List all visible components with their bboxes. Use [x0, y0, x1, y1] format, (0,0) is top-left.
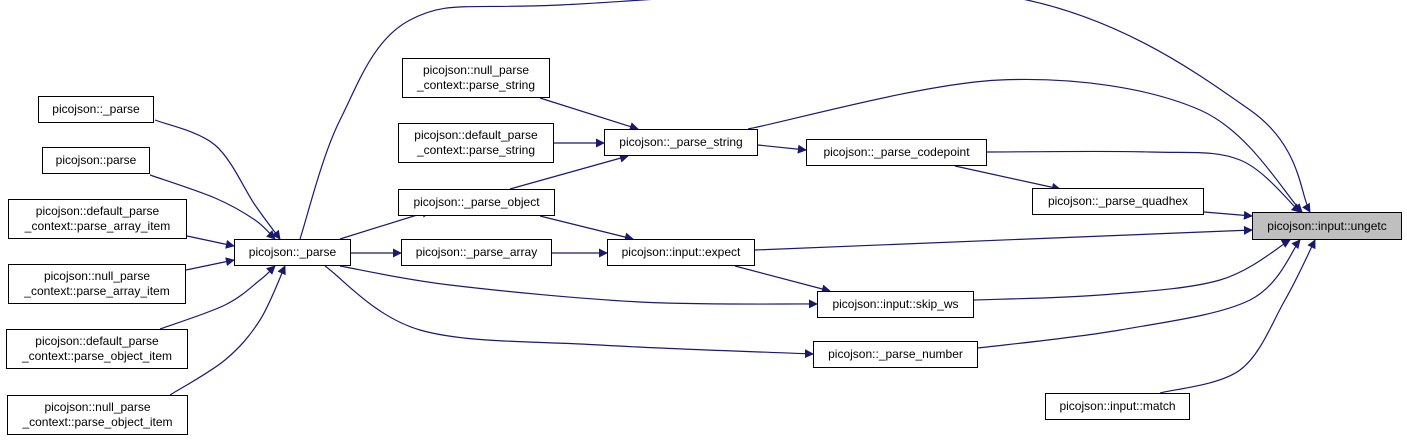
node-default-parse-context-parse-string[interactable]: picojson::default_parse _context::parse_… — [398, 123, 554, 163]
node-label-line-2: _context::parse_string — [416, 78, 536, 92]
node-parse-center[interactable]: picojson::_parse — [234, 239, 351, 266]
edge-parse-quadhex-to-ungetc — [1203, 210, 1253, 220]
edge--parse-to-ungetc — [299, 0, 1311, 240]
edge-parse-codepoint-to-ungetc — [986, 150, 1301, 213]
edge-match-to-ungetc — [1159, 239, 1316, 394]
node-label: picojson::_parse_array — [415, 245, 538, 259]
node-label-line-2: _context::parse_string — [416, 143, 536, 157]
node-null-parse-context-parse-string[interactable]: picojson::null_parse _context::parse_str… — [402, 58, 550, 98]
node-parse-object[interactable]: picojson::_parse_object — [398, 189, 555, 216]
edge-null-array-item-to--parse — [185, 257, 235, 271]
edge-default-object-item-to--parse — [159, 265, 276, 330]
node-null-parse-context-parse-array-item[interactable]: picojson::null_parse _context::parse_arr… — [8, 264, 186, 304]
edge-default-array-item-to--parse — [186, 235, 235, 249]
node-label-line-1: picojson::null_parse — [43, 269, 151, 283]
edge-parse-string-to-parse-codepoint — [757, 144, 807, 154]
node-label: picojson::input::skip_ws — [832, 297, 959, 311]
edge-parse-codepoint-to-parse-quadhex — [954, 165, 1061, 192]
node-input-skip-ws[interactable]: picojson::input::skip_ws — [817, 291, 974, 318]
edge-parse-to--parse — [149, 174, 276, 240]
node-label-line-2: _context::parse_array_item — [24, 284, 170, 298]
edge--parse-to-parse-number — [324, 265, 814, 359]
node-parse-left[interactable]: picojson::_parse — [38, 96, 154, 123]
node-label-line-1: picojson::default_parse — [414, 128, 538, 142]
node-label-line-1: picojson::default_parse — [35, 204, 160, 218]
node-label: picojson::input::match — [1059, 399, 1176, 413]
edge-parse-number-to-ungetc — [977, 239, 1301, 349]
edge-parse-object-to-parse-string — [509, 153, 629, 190]
node-label: picojson::_parse_object — [413, 195, 540, 209]
node-ungetc[interactable]: picojson::input::ungetc — [1252, 212, 1402, 240]
node-input-expect[interactable]: picojson::input::expect — [607, 239, 755, 266]
node-label: picojson::input::expect — [621, 245, 741, 259]
node-label-line-2: _context::parse_object_item — [21, 349, 173, 363]
node-label: picojson::_parse_quadhex — [1047, 194, 1189, 208]
edge-null-object-item-to--parse — [169, 265, 286, 396]
node-default-parse-context-parse-object-item[interactable]: picojson::default_parse _context::parse_… — [6, 329, 188, 369]
node-label: picojson::_parse_string — [619, 135, 743, 149]
edge-left-parse-to--parse — [154, 119, 281, 240]
node-label: picojson::_parse — [248, 245, 337, 259]
node-parse-codepoint[interactable]: picojson::_parse_codepoint — [806, 139, 987, 166]
node-label: picojson::parse — [55, 153, 137, 167]
node-parse-string[interactable]: picojson::_parse_string — [604, 129, 758, 156]
node-label-line-1: picojson::null_parse — [44, 400, 151, 414]
node-parse-array[interactable]: picojson::_parse_array — [401, 239, 552, 266]
node-parse-number[interactable]: picojson::_parse_number — [813, 341, 978, 368]
node-parse-public[interactable]: picojson::parse — [42, 147, 150, 174]
edge-expect-to-ungetc — [754, 225, 1253, 251]
node-label-line-2: _context::parse_object_item — [22, 415, 173, 429]
node-input-match[interactable]: picojson::input::match — [1045, 393, 1190, 420]
edge-skip-ws-to-ungetc — [973, 239, 1291, 301]
node-label: picojson::_parse — [52, 102, 140, 116]
node-parse-quadhex[interactable]: picojson::_parse_quadhex — [1032, 188, 1204, 215]
node-null-parse-context-parse-object-item[interactable]: picojson::null_parse _context::parse_obj… — [7, 395, 188, 435]
node-label: picojson::input::ungetc — [1267, 218, 1387, 233]
node-label-line-1: picojson::null_parse — [422, 63, 530, 77]
node-label-line-1: picojson::default_parse — [35, 334, 159, 348]
edge-null-parse-string-to-parse-string — [539, 97, 639, 131]
edge-parse-object-to-expect — [539, 215, 634, 242]
edge-expect-to-skip-ws — [734, 265, 831, 294]
edge-parse-string-to-ungetc — [747, 78, 1303, 213]
edge--parse-to-skip-ws — [339, 265, 818, 309]
node-label: picojson::_parse_number — [828, 347, 963, 361]
node-label: picojson::_parse_codepoint — [823, 145, 970, 159]
node-label-line-2: _context::parse_array_item — [24, 219, 171, 233]
node-default-parse-context-parse-array-item[interactable]: picojson::default_parse _context::parse_… — [8, 199, 187, 239]
